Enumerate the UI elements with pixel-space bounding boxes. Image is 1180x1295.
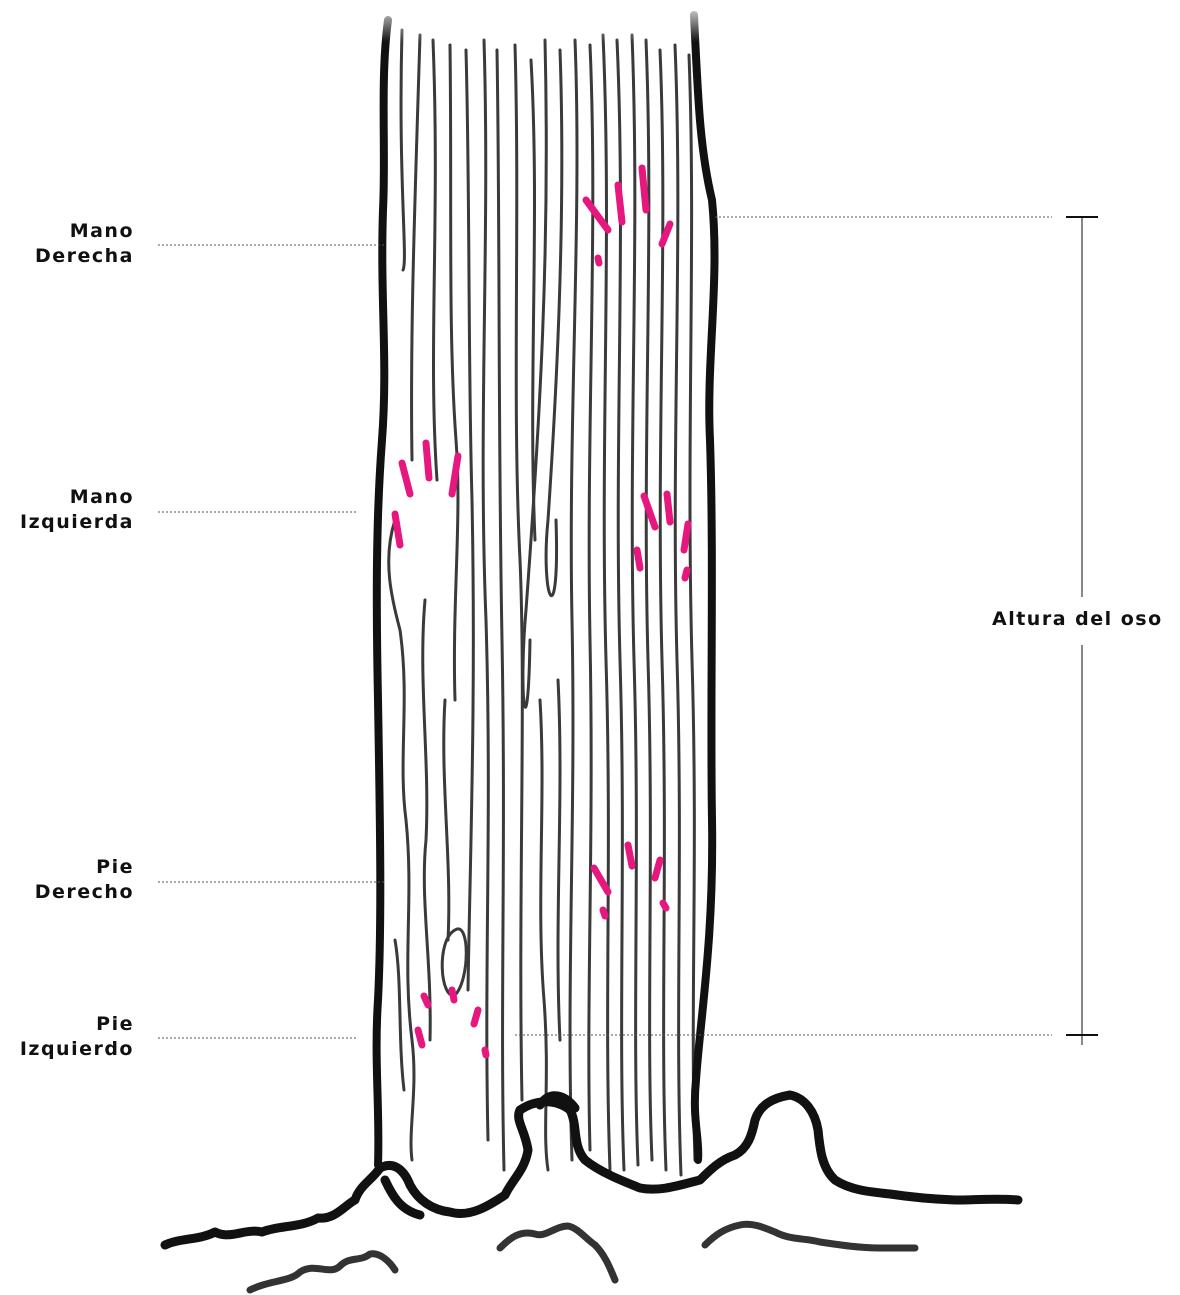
label-right-hand-line2: Derecha [35, 244, 134, 269]
label-right-foot: Pie Derecho [35, 855, 134, 905]
label-left-hand-line1: Mano [20, 485, 134, 510]
roots [165, 1095, 1018, 1245]
label-bear-height: Altura del oso [992, 608, 1163, 630]
label-left-hand: Mano Izquierda [20, 485, 134, 535]
label-right-foot-line1: Pie [35, 855, 134, 880]
label-left-foot-line2: Izquierdo [20, 1037, 134, 1062]
claw-marks-right-foot [594, 845, 666, 916]
ground-scribbles [250, 1224, 915, 1290]
label-left-foot-line1: Pie [20, 1012, 134, 1037]
label-left-foot: Pie Izquierdo [20, 1012, 134, 1062]
claw-marks-right-hand [586, 168, 670, 263]
claw-marks-left-foot [418, 990, 486, 1055]
label-right-hand-line1: Mano [35, 219, 134, 244]
wood-grain [389, 30, 695, 1175]
claw-marks-left-hand [395, 443, 458, 545]
label-left-hand-line2: Izquierda [20, 510, 134, 535]
label-right-hand: Mano Derecha [35, 219, 134, 269]
claw-marks-left-hand-alt [637, 494, 688, 578]
height-measure [1066, 217, 1098, 1045]
label-right-foot-line2: Derecho [35, 880, 134, 905]
